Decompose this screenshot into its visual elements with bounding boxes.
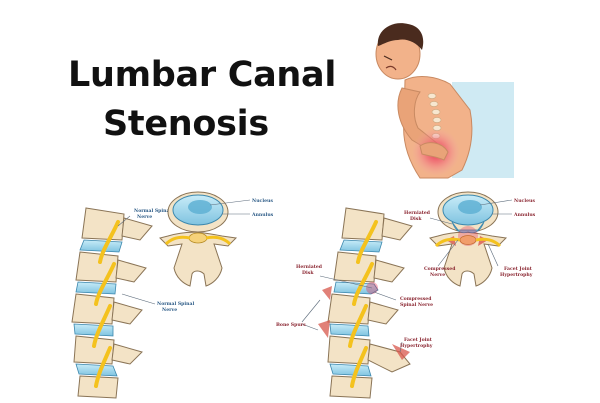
leader-line xyxy=(487,243,499,267)
label-facet-joint-top: Facet Joint xyxy=(504,266,533,272)
vertebra xyxy=(341,207,385,241)
vertebra xyxy=(77,375,119,399)
label-normal-side-nerve: Normal Spinal xyxy=(157,301,194,307)
herniated-disc-bulge xyxy=(451,221,485,234)
label-compressed-nerve: Compressed xyxy=(424,266,456,272)
disc xyxy=(73,323,114,337)
label-herniated-disk-top: Herniated xyxy=(404,210,431,216)
spinal-nerve xyxy=(92,304,112,348)
spine-overlay xyxy=(427,93,442,139)
label-bone-spurs: Bone Spurs xyxy=(276,322,306,328)
vertebral-arch xyxy=(429,231,508,287)
label-herniated-disk-side-2: Disk xyxy=(302,270,314,276)
label-compressed-spinal-nerve: Compressed xyxy=(400,296,432,302)
label-herniated-disk-side: Herniated xyxy=(296,264,323,270)
leader-line xyxy=(209,199,251,206)
label-compressed-nerve-2: Nerve xyxy=(430,272,445,278)
disc xyxy=(75,281,117,295)
disc xyxy=(339,239,383,253)
title-line-2: Stenosis xyxy=(103,104,269,144)
stenosis-spine-side-view xyxy=(301,207,413,399)
leader-line xyxy=(319,275,373,289)
spinal-nerve xyxy=(94,346,112,388)
man-back-pain-illustration xyxy=(375,23,514,179)
spinal-nerve xyxy=(94,262,116,306)
facet-hypertrophy xyxy=(446,236,488,246)
disc xyxy=(75,363,118,377)
label-facet-hypertrophy-top: Hypertrophy xyxy=(500,272,533,278)
label-annulus: Annulus xyxy=(251,212,274,218)
spinal-cord xyxy=(188,232,208,244)
nucleus xyxy=(458,200,482,214)
compression-glow xyxy=(458,226,478,246)
facet-process xyxy=(367,301,399,325)
nerve-root xyxy=(434,237,461,248)
hand xyxy=(419,142,449,161)
eye xyxy=(383,55,393,61)
label-normal-spinal-nerve: Normal Spinal xyxy=(134,208,171,214)
disc xyxy=(79,239,123,253)
leader-line xyxy=(121,293,156,305)
facet-process xyxy=(121,217,153,241)
label-nucleus: Nucleus xyxy=(252,198,273,204)
vertebral-arch xyxy=(159,231,238,287)
spinal-nerve xyxy=(98,220,120,264)
bone-spur xyxy=(318,320,330,338)
facet-process xyxy=(111,301,143,325)
spinal-nerve xyxy=(356,220,378,264)
leader-line xyxy=(301,323,319,331)
title-line-1: Lumbar Canal xyxy=(68,55,337,95)
label-nucleus-stenosis: Nucleus xyxy=(514,198,535,204)
nerve-root xyxy=(164,235,191,246)
leader-line xyxy=(399,341,403,353)
vertebra xyxy=(327,335,371,365)
disc xyxy=(329,323,370,337)
label-normal-side-nerve-2: Nerve xyxy=(162,307,177,313)
leader-line xyxy=(373,291,397,301)
nucleus xyxy=(188,200,212,214)
leader-line xyxy=(117,215,131,227)
spinal-nerve xyxy=(348,304,368,348)
disc xyxy=(329,363,372,377)
facet-process xyxy=(115,259,147,283)
facet-process xyxy=(373,259,405,283)
normal-vertebra-top-view xyxy=(159,191,251,287)
spinal-nerve xyxy=(350,346,368,388)
compressed-spinal-nerve xyxy=(352,262,374,306)
label-annulus-stenosis: Annulus xyxy=(513,212,536,218)
leader-line xyxy=(429,217,453,225)
mouth xyxy=(385,65,397,71)
bone-spur xyxy=(322,286,332,300)
normal-spine-side-view xyxy=(71,207,156,399)
leader-line xyxy=(479,199,513,206)
facet-process xyxy=(111,343,143,365)
label-facet-joint-side: Facet Joint xyxy=(404,337,433,343)
label-normal-spinal-nerve-2: Nerve xyxy=(137,214,152,220)
nerve-root xyxy=(475,237,502,248)
hair xyxy=(377,23,424,50)
label-compressed-spinal-nerve-2: Spinal Nerve xyxy=(400,302,433,308)
facet-hypertrophy xyxy=(392,344,410,360)
label-herniated-disk-top-2: Disk xyxy=(410,216,422,222)
facet-process xyxy=(381,217,413,241)
facet-process xyxy=(367,343,411,373)
stenosis-vertebra-top-view xyxy=(429,191,513,287)
leader-line xyxy=(301,299,321,323)
label-facet-hypertrophy-side: Hypertrophy xyxy=(400,343,433,349)
leader-line xyxy=(437,239,459,267)
nerve-root xyxy=(205,235,232,246)
